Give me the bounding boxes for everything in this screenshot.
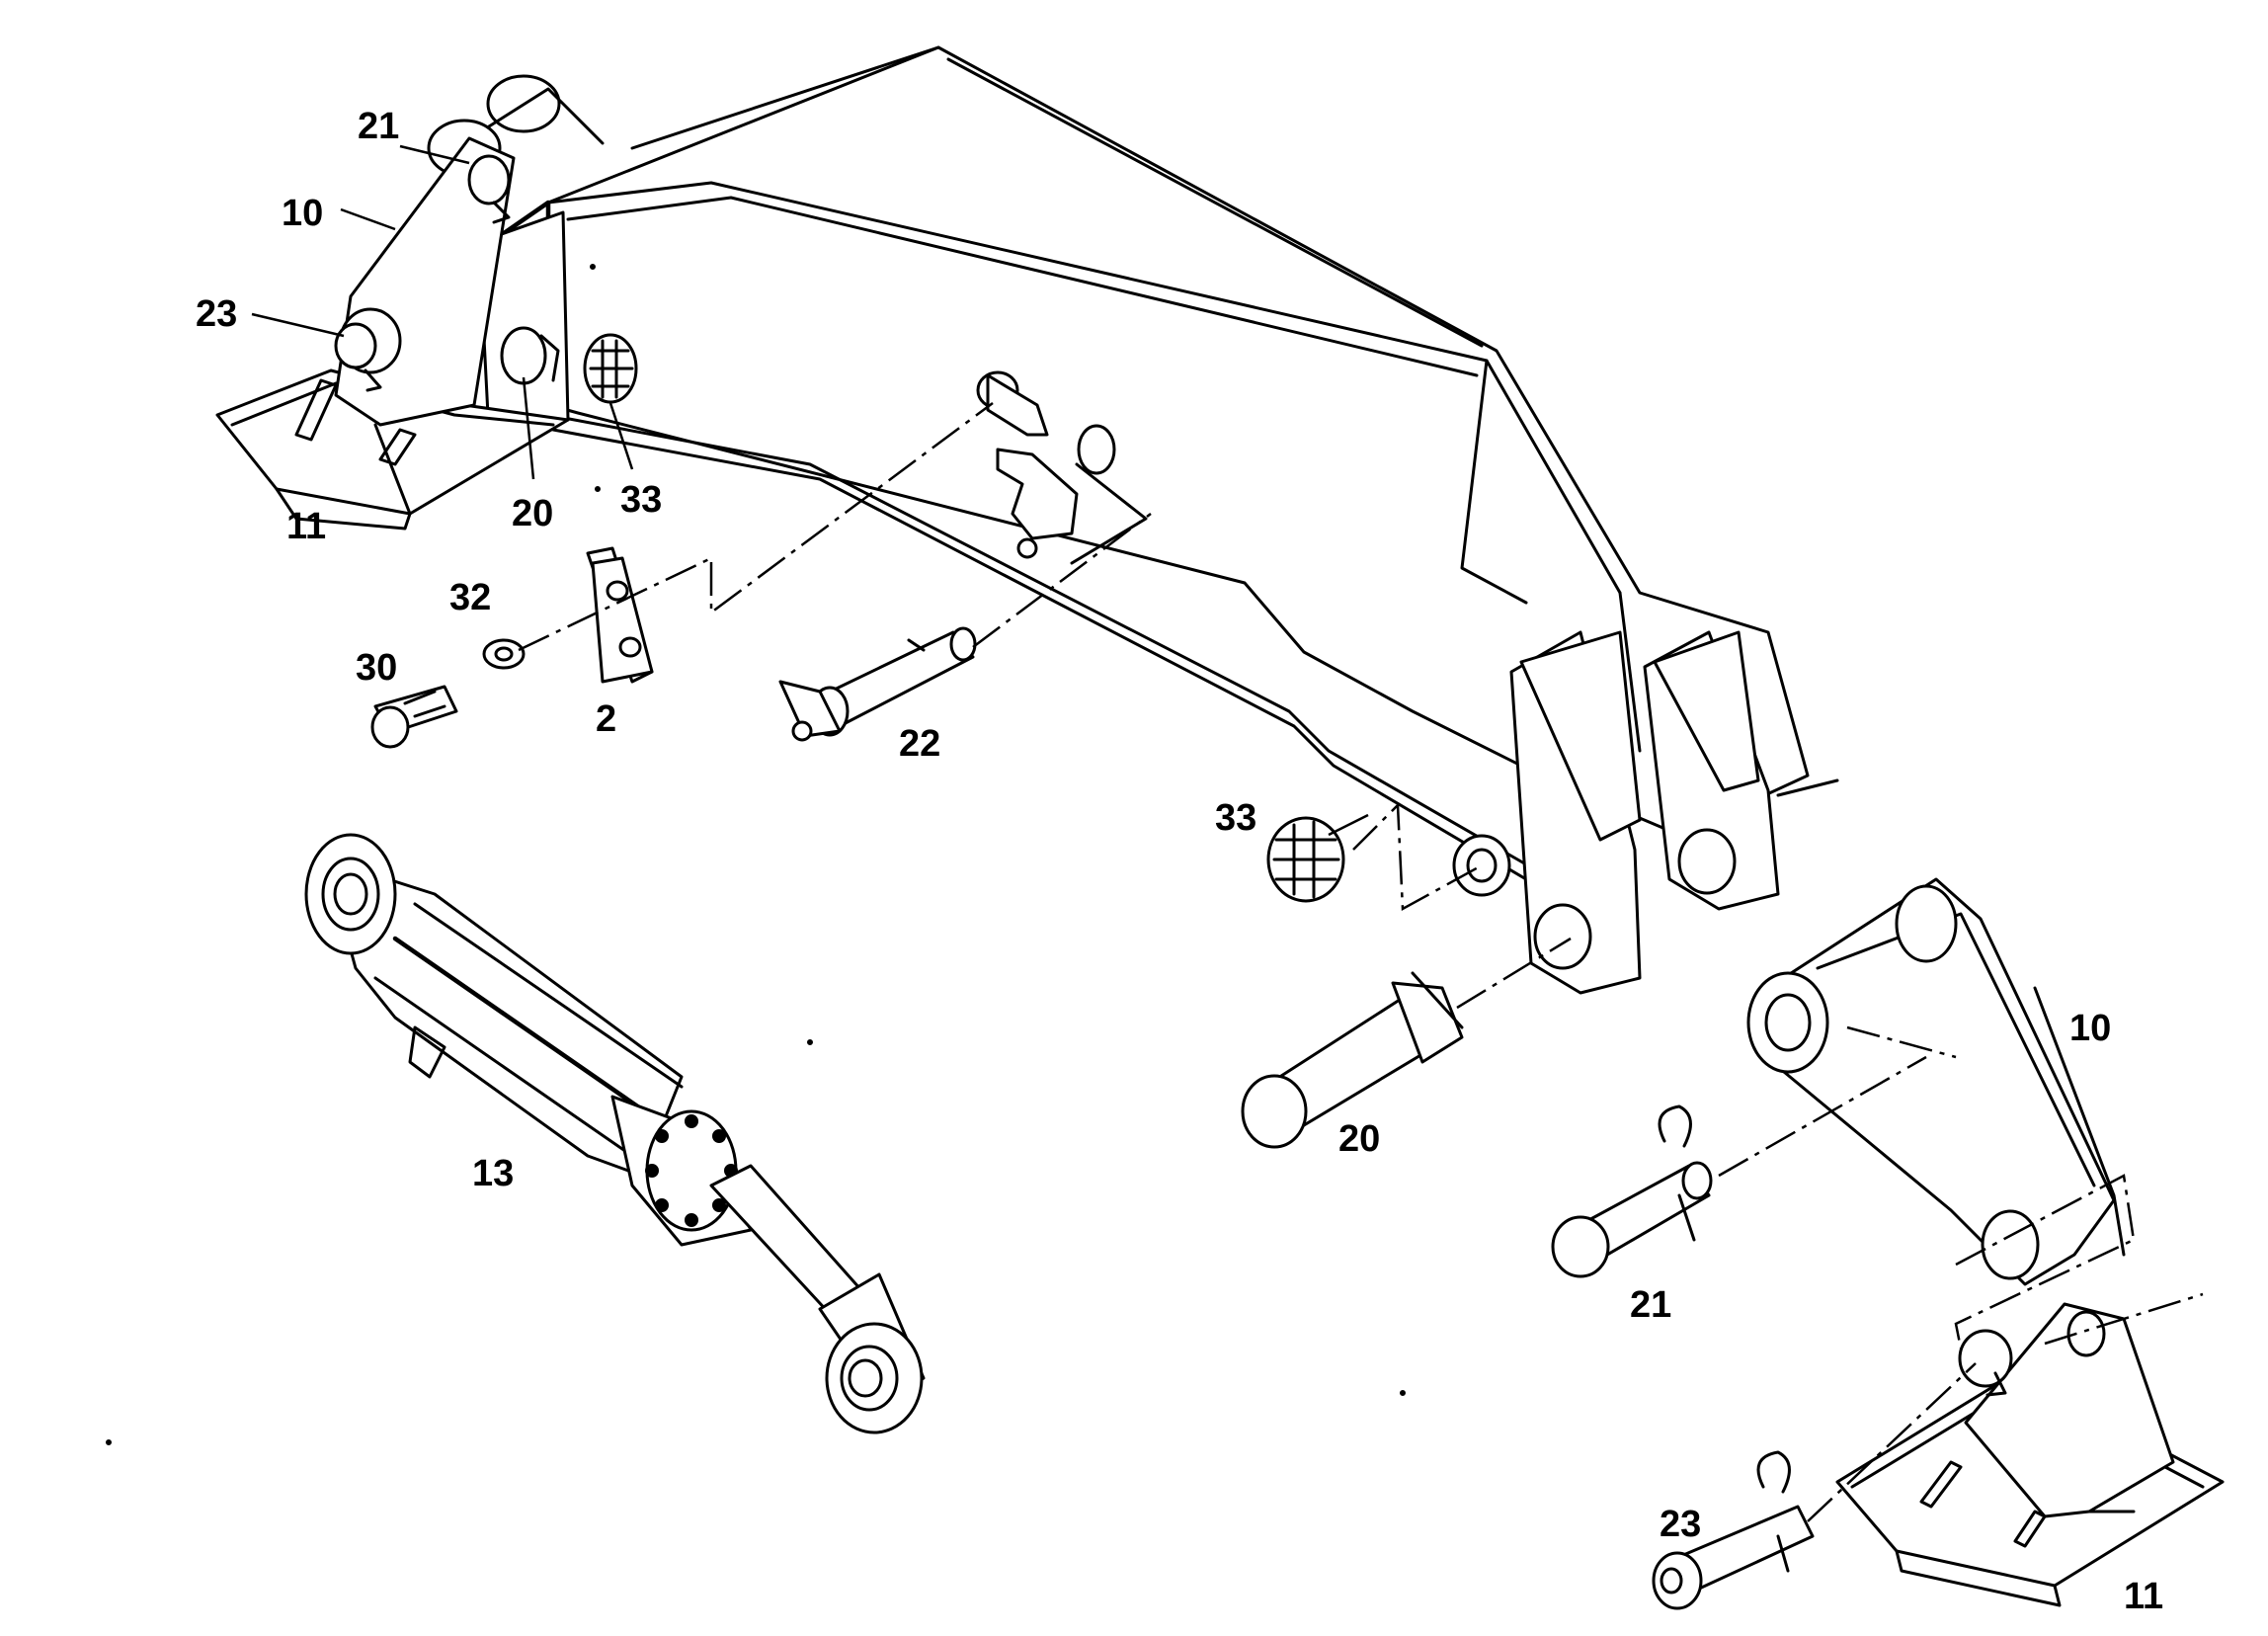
callout-10-lower: 10 [2069, 1008, 2111, 1049]
callout-10-upper: 10 [282, 193, 323, 234]
left-base-mount [215, 136, 570, 531]
callout-20-lower: 20 [1338, 1118, 1380, 1160]
right-link-arm [1746, 877, 2126, 1286]
grease-fitting-lower [1266, 816, 1345, 903]
assembly-centerlines [518, 401, 2204, 1522]
pin-22 [778, 626, 977, 742]
pin-23-lower [1652, 1450, 1815, 1610]
callout-23-lower: 23 [1660, 1504, 1701, 1545]
pin-21-lower [1551, 1104, 1713, 1278]
leader-lines [251, 144, 1369, 837]
callout-21-upper: 21 [358, 106, 399, 147]
callout-23-upper: 23 [196, 293, 237, 335]
callout-30: 30 [356, 647, 397, 689]
hydraulic-cylinder [304, 833, 926, 1434]
plate-assembly [370, 546, 654, 749]
callout-11-upper: 11 [286, 506, 326, 547]
callout-33-upper: 33 [620, 479, 662, 521]
callout-22: 22 [899, 723, 940, 765]
pin-20-lower [1241, 971, 1464, 1149]
boom-arm [106, 45, 1839, 1445]
callout-2: 2 [596, 698, 616, 740]
callout-11-lower: 11 [2124, 1576, 2163, 1617]
callout-21-lower: 21 [1630, 1284, 1671, 1326]
callout-32: 32 [449, 577, 491, 618]
callout-13: 13 [472, 1153, 514, 1194]
callout-20-upper: 20 [512, 493, 553, 534]
right-base-mount [1835, 1302, 2225, 1607]
callout-labels: 21 10 23 11 20 33 32 30 2 22 33 13 20 10… [196, 106, 2163, 1617]
callout-33-lower: 33 [1215, 797, 1256, 839]
